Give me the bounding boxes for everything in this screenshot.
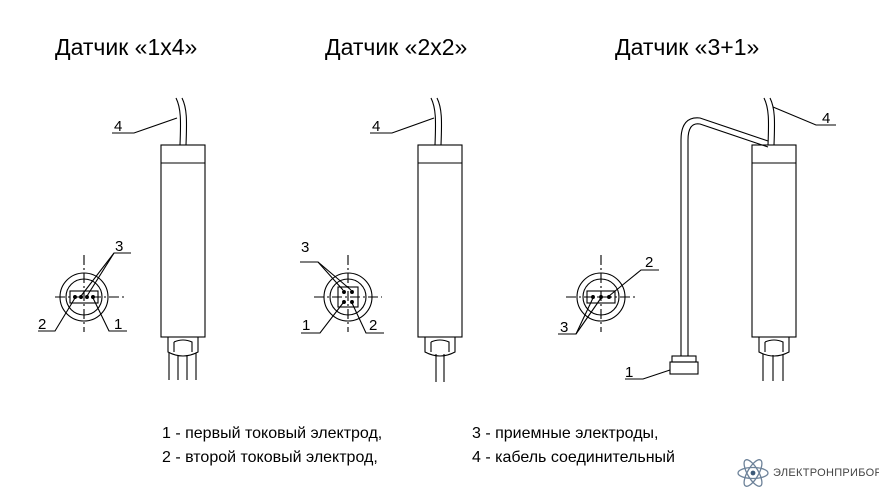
sensor-3plus1-drawing: 2 3 1 4 — [558, 97, 836, 381]
callout-3-2x2: 3 — [301, 239, 309, 256]
legend-item-1: 1 - первый токовый электрод, — [162, 425, 383, 442]
cross-section-1x4 — [38, 252, 131, 332]
separate-electrode-cable — [680, 117, 769, 356]
legend-item-4: 4 - кабель соединительный — [472, 449, 675, 466]
callout-1-3plus1: 1 — [625, 364, 633, 381]
atom-icon — [737, 459, 769, 487]
callout-4-3plus1: 4 — [822, 110, 830, 127]
callout-2-3plus1: 2 — [645, 254, 653, 271]
brand-logo: ЭЛЕКТРОНПРИБОР — [736, 456, 879, 490]
title-sensor-3plus1: Датчик «3+1» — [615, 34, 760, 60]
callout-3-1x4: 3 — [115, 238, 123, 255]
callout-1-1x4: 1 — [114, 316, 122, 333]
callout-1-2x2: 1 — [302, 317, 310, 334]
callout-4-1x4: 4 — [114, 118, 122, 135]
cable-3plus1 — [763, 97, 770, 146]
sensor-body-3plus1 — [751, 144, 797, 338]
title-sensor-1x4: Датчик «1х4» — [55, 34, 198, 60]
callout-4-2x2: 4 — [372, 118, 380, 135]
callout-2-2x2: 2 — [369, 317, 377, 334]
brand-logo-text: ЭЛЕКТРОНПРИБОР — [773, 467, 879, 479]
callout-3-3plus1: 3 — [560, 319, 568, 336]
sensor-2x2-drawing: 3 1 2 4 — [300, 97, 463, 382]
title-sensor-2x2: Датчик «2х2» — [325, 34, 468, 60]
cable-2x2 — [430, 97, 437, 146]
legend-item-2: 2 - второй токовый электрод, — [162, 449, 378, 466]
sensor-1x4-drawing: 3 2 1 4 — [38, 97, 206, 380]
separate-electrode — [669, 361, 699, 375]
sensor-body-2x2 — [417, 144, 463, 338]
sensor-body-1x4 — [160, 144, 206, 338]
legend-item-3: 3 - приемные электроды, — [472, 425, 659, 442]
cable-1x4 — [175, 97, 182, 146]
cross-section-2x2 — [300, 255, 384, 334]
callout-2-1x4: 2 — [38, 316, 46, 333]
cross-section-3plus1 — [558, 255, 659, 335]
